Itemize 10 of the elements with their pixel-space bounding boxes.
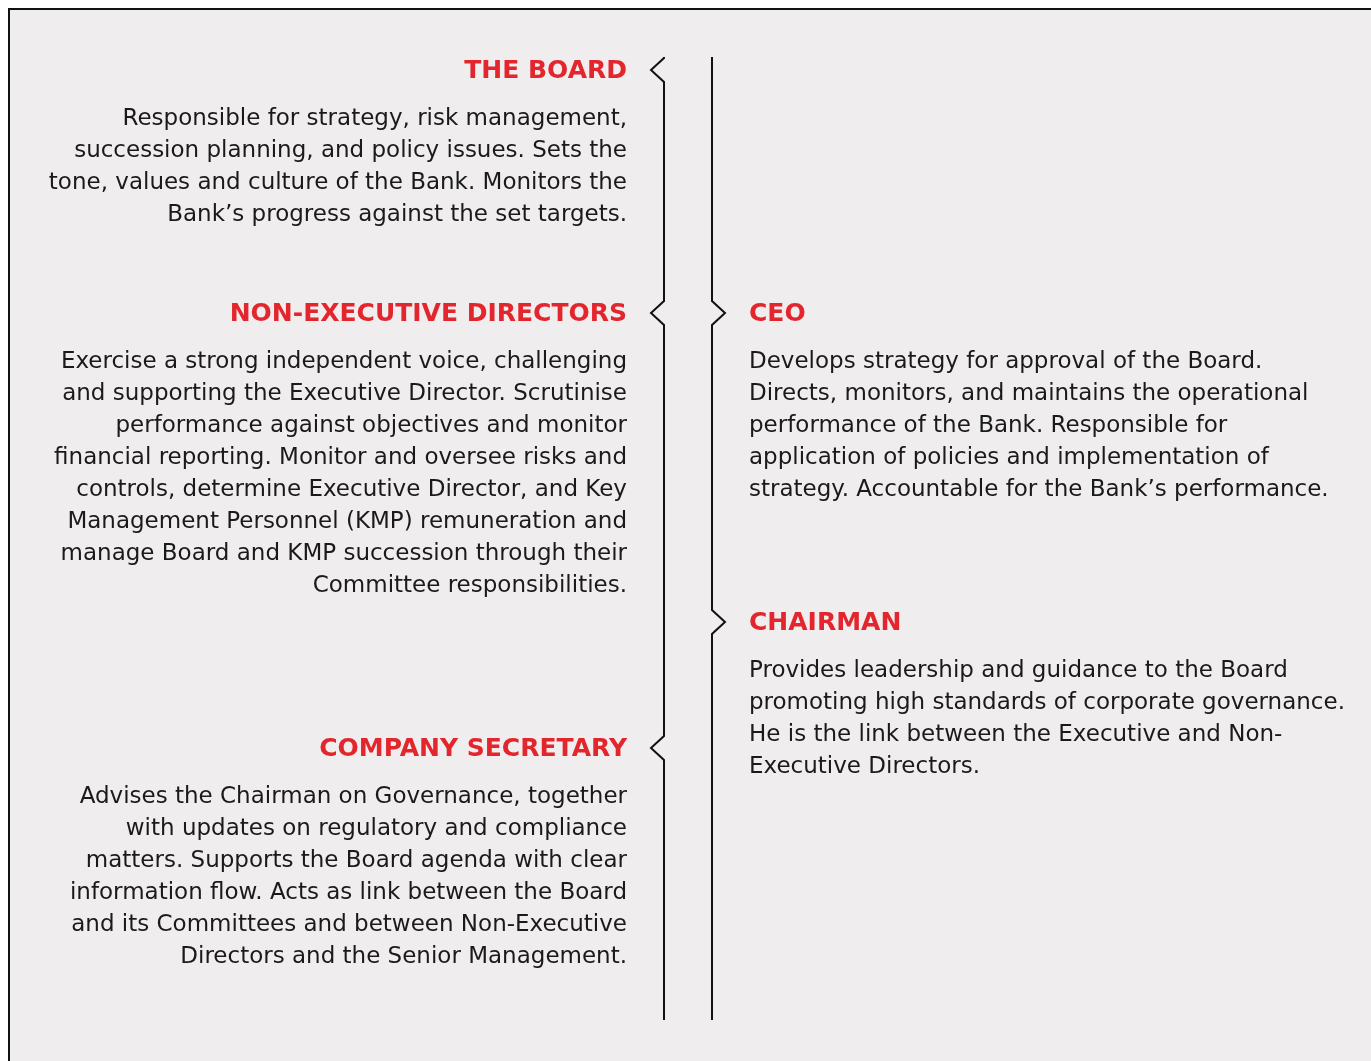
section-description: Advises the Chairman on Governance, together with updates on regulatory and compliance matters. Supports the Board agenda with clear information flow. Acts as link between the Board and its Committees and between Non-Executive Directors and the Senior Management. bbox=[68, 781, 627, 970]
section-description: Responsible for strategy, risk management, succession planning, and policy issues. Sets the tone, values and culture of the Bank. Monitors the Bank’s progress against the set targets. bbox=[47, 103, 627, 228]
section-description: Exercise a strong independent voice, challenging and supporting the Executive Director. Scrutinise performance against objectives and monitor financial reporting. Monitor and oversee risks and controls, determine Executive Director, and Key Management Personnel (KMP) remuneration and manage Board and KMP succession through their Committee responsibilities. bbox=[53, 346, 627, 599]
section-heading: NON-EXECUTIVE DIRECTORS bbox=[228, 298, 627, 328]
section-heading: CHAIRMAN bbox=[749, 607, 903, 637]
section-description: Develops strategy for approval of the Board. Directs, monitors, and maintains the operational performance of the Bank. Responsible for application of policies and implementation of strategy. Accountable for the Bank’s performance. bbox=[749, 346, 1330, 503]
section-heading: COMPANY SECRETARY bbox=[318, 733, 627, 763]
section-heading: CEO bbox=[749, 298, 807, 328]
section-description: Provides leadership and guidance to the Board promoting high standards of corporate governance. He is the link between the Executive and Non-Executive Directors. bbox=[749, 655, 1346, 780]
section-heading: THE BOARD bbox=[463, 55, 627, 85]
